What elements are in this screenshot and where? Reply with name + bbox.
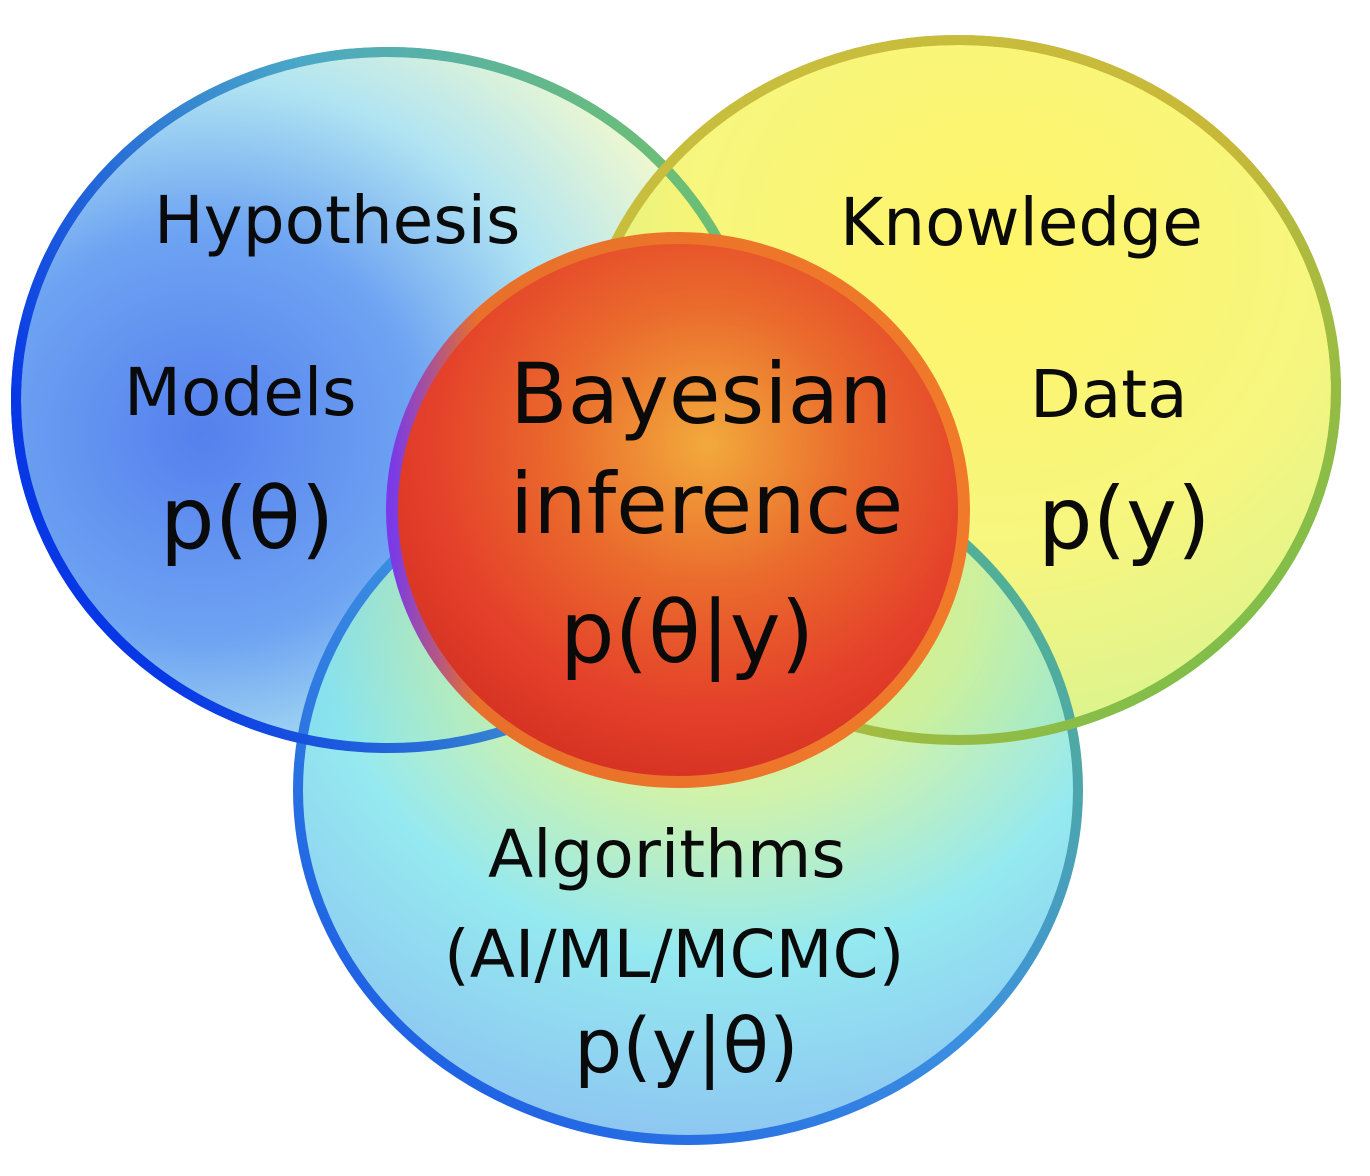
label-inference: inference (510, 455, 904, 553)
formula-p-y-given-theta: p(y|θ) (574, 1001, 799, 1090)
label-algorithms: Algorithms (488, 816, 846, 893)
label-knowledge: Knowledge (840, 184, 1203, 261)
center-circle (386, 232, 970, 788)
formula-p-y: p(y) (1038, 469, 1211, 569)
label-bayesian: Bayesian (510, 345, 893, 443)
label-hypothesis: Hypothesis (154, 182, 521, 259)
formula-p-theta: p(θ) (160, 469, 335, 569)
label-models: Models (124, 354, 357, 431)
label-data: Data (1030, 356, 1188, 433)
label-ai-ml-mcmc: (AI/ML/MCMC) (444, 916, 905, 993)
formula-p-theta-given-y: p(θ|y) (560, 583, 815, 683)
